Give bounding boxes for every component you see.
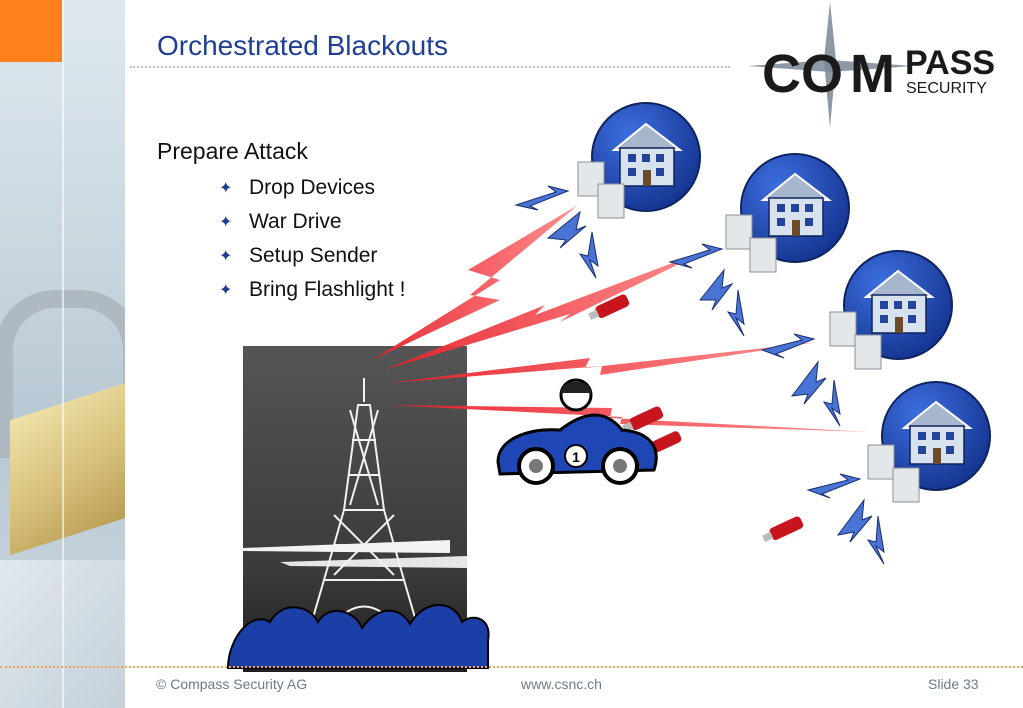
bullet-heading: Prepare Attack: [157, 138, 308, 164]
bullet-item: ✦ Bring Flashlight !: [219, 273, 405, 307]
star-bullet-icon: ✦: [219, 282, 233, 299]
footer-slide-number: Slide 33: [928, 676, 979, 692]
side-photo-decoration: [0, 0, 125, 708]
star-bullet-icon: ✦: [219, 214, 233, 231]
bullet-item: ✦ Setup Sender: [219, 239, 405, 273]
smart-meter-icons: [577, 161, 920, 503]
star-bullet-icon: ✦: [219, 180, 233, 197]
bullet-text: Bring Flashlight !: [249, 278, 406, 301]
car-number: 1: [572, 449, 580, 465]
footer-divider: [0, 666, 1023, 668]
logo-co-text: CO: [762, 44, 843, 104]
logo-security-text: SECURITY: [906, 80, 987, 97]
race-car-image: 1: [496, 378, 658, 485]
star-bullet-icon: ✦: [219, 248, 233, 265]
house-icons: [591, 102, 991, 491]
house-icon: [881, 381, 991, 491]
title-divider: [130, 66, 730, 68]
footer-website: www.csnc.ch: [521, 676, 602, 692]
house-icon: [843, 250, 953, 360]
orange-accent-block: [0, 0, 62, 62]
lightning-bolt-icons: [514, 185, 885, 565]
logo-pass-text: PASS: [905, 44, 995, 82]
logo-m-text: M: [850, 44, 895, 104]
bullet-text: War Drive: [249, 210, 342, 233]
bullet-item: ✦ Drop Devices: [219, 171, 405, 205]
slide-content: Prepare Attack ✦ Drop Devices ✦ War Drive …: [157, 138, 405, 307]
house-icon: [740, 153, 850, 263]
compass-security-logo: CO M PASS SECURITY: [748, 2, 995, 128]
eiffel-tower-image: [226, 346, 490, 672]
usb-stick-icons: [588, 294, 804, 542]
bullet-item: ✦ War Drive: [219, 205, 405, 239]
side-stripe: [62, 0, 64, 708]
bullet-text: Setup Sender: [249, 244, 378, 267]
bullet-text: Drop Devices: [249, 176, 376, 199]
slide-title: Orchestrated Blackouts: [157, 30, 449, 61]
radio-beams: [372, 205, 870, 432]
footer-copyright: © Compass Security AG: [156, 676, 308, 692]
bullet-list: ✦ Drop Devices ✦ War Drive ✦ Setup Sender ✦…: [157, 171, 405, 307]
